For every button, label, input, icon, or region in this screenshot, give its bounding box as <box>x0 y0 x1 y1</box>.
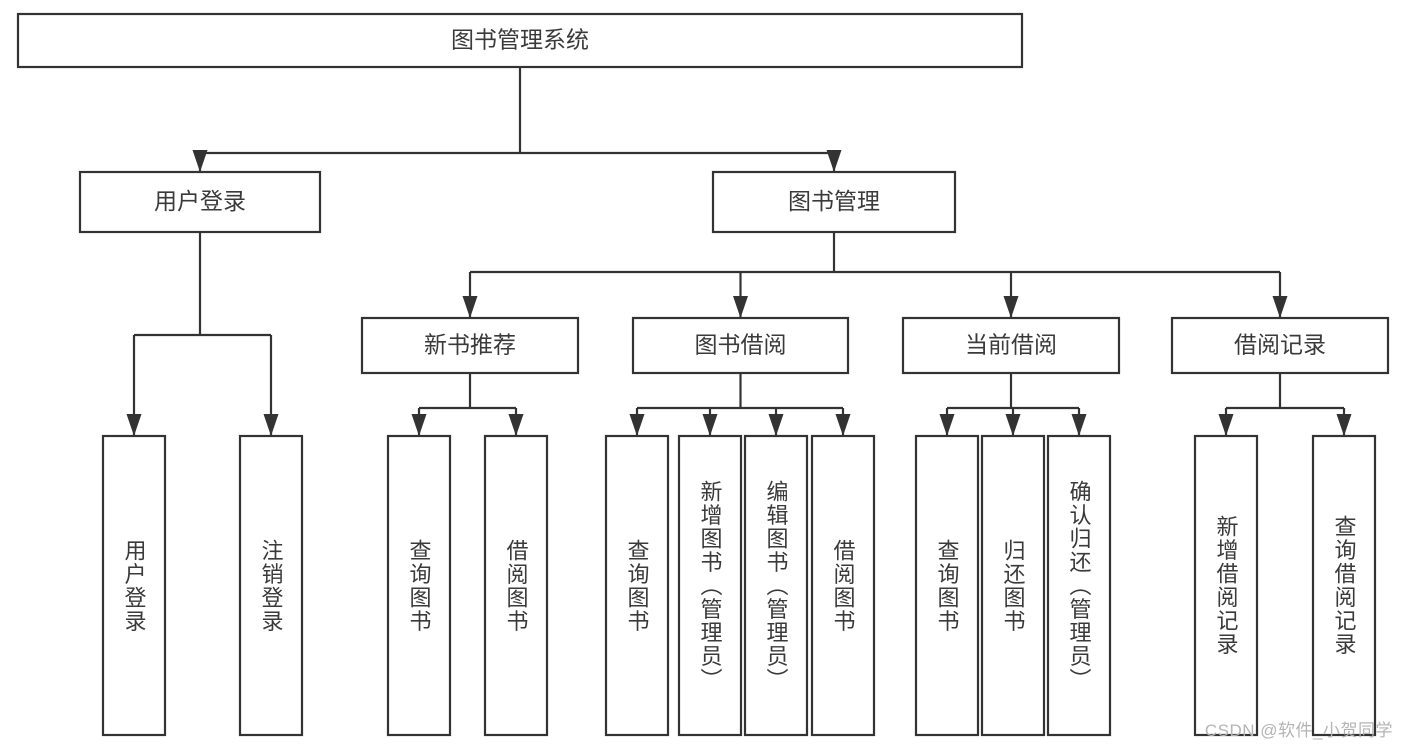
node-leaf-user-login[interactable] <box>101 434 167 737</box>
edge-user-login-arrow-0 <box>126 414 142 436</box>
node-leaf-add-book[interactable] <box>677 434 743 737</box>
node-new-book-rec-label: 新书推荐 <box>424 332 516 358</box>
edge-root-arrow-1 <box>826 150 842 172</box>
node-leaf-user-logout[interactable] <box>238 434 304 737</box>
node-book-manage[interactable] <box>711 170 957 234</box>
node-leaf-return-book[interactable] <box>980 434 1046 737</box>
edge-user-login-arrow-1 <box>263 414 279 436</box>
edge-book-borrow-arrow-0 <box>629 414 645 436</box>
node-leaf-query-book-1[interactable] <box>386 434 452 737</box>
edge-new-book-rec-arrow-1 <box>508 414 524 436</box>
node-leaf-query-record[interactable] <box>1311 434 1377 737</box>
node-leaf-query-book-3[interactable] <box>914 434 980 737</box>
edge-new-book-rec-arrow-0 <box>411 414 427 436</box>
edge-borrow-record-arrow-0 <box>1218 414 1234 436</box>
edge-current-borrow-arrow-0 <box>939 414 955 436</box>
node-leaf-edit-book[interactable] <box>743 434 809 737</box>
node-current-borrow-label: 当前借阅 <box>965 332 1057 358</box>
edge-book-borrow-arrow-1 <box>702 414 718 436</box>
edge-book-borrow-arrow-3 <box>835 414 851 436</box>
node-user-login-label: 用户登录 <box>154 188 246 214</box>
node-book-manage-label: 图书管理 <box>788 188 880 214</box>
box-layer <box>16 12 1390 737</box>
edge-book-borrow-arrow-2 <box>768 414 784 436</box>
edge-book-manage-arrow-1 <box>733 296 748 318</box>
node-new-book-rec[interactable] <box>360 316 580 375</box>
node-book-borrow-label: 图书借阅 <box>695 332 787 358</box>
connector-layer <box>126 67 1352 436</box>
node-leaf-borrow-book-1[interactable] <box>483 434 549 737</box>
edge-root-arrow-0 <box>192 150 208 172</box>
node-leaf-borrow-book-2[interactable] <box>810 434 876 737</box>
node-user-login[interactable] <box>78 170 322 234</box>
edge-book-manage-arrow-2 <box>1003 296 1019 318</box>
node-borrow-record[interactable] <box>1170 316 1390 375</box>
node-root-label: 图书管理系统 <box>451 27 589 53</box>
edge-book-manage-arrow-3 <box>1272 296 1288 318</box>
node-borrow-record-label: 借阅记录 <box>1234 332 1326 358</box>
node-book-borrow[interactable] <box>631 316 850 375</box>
node-leaf-confirm-return[interactable] <box>1046 434 1112 737</box>
node-leaf-query-book-2[interactable] <box>604 434 670 737</box>
edge-current-borrow-arrow-1 <box>1005 414 1021 436</box>
edge-borrow-record-arrow-1 <box>1336 414 1352 436</box>
edge-book-manage-arrow-0 <box>462 296 478 318</box>
node-leaf-add-record[interactable] <box>1193 434 1259 737</box>
watermark: CSDN @软件_小贺同学 <box>1204 721 1393 740</box>
node-root[interactable] <box>16 12 1024 69</box>
edge-current-borrow-arrow-2 <box>1071 414 1087 436</box>
node-current-borrow[interactable] <box>901 316 1121 375</box>
